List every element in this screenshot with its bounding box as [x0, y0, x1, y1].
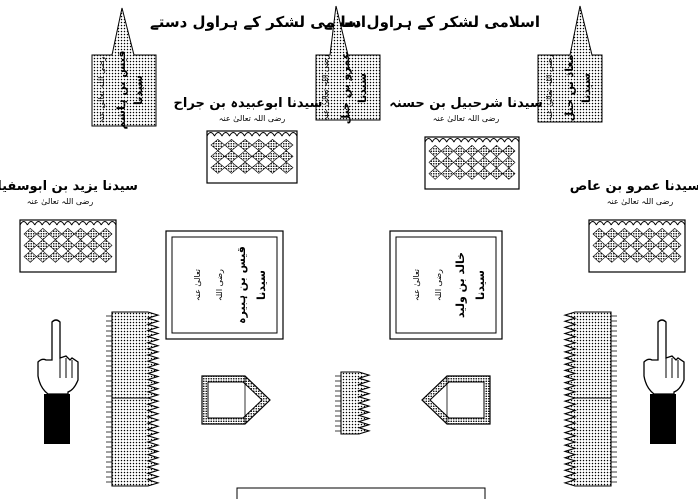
commander-yazid-honorific: رضی اللہ تعالیٰ عنہ [27, 197, 94, 206]
commander-amr-honorific: رضی اللہ تعالیٰ عنہ [607, 197, 674, 206]
flag-left-name: قیس بن ہاشم [115, 51, 128, 130]
pointing-hand-icon-left [37, 319, 79, 444]
flag-right-name: معاذ بن جبل [563, 55, 576, 122]
formation-shurahbil [424, 136, 520, 190]
flag-left-honorific: رضی اللہ تعالیٰ عنہ [97, 57, 106, 124]
flag-right-honorific: رضی اللہ تعالیٰ عنہ [545, 55, 554, 122]
formation-column-left-upper [106, 311, 160, 399]
formation-column-left-lower [106, 397, 160, 487]
flag-left-title: سیدنا [132, 75, 145, 105]
formation-column-right-lower [563, 397, 617, 487]
commander-yazid: سیدنا یزید بن ابوسفیان [0, 179, 138, 194]
flag-right: سیدنا معاذ بن جبل رضی اللہ تعالیٰ عنہ [537, 5, 603, 123]
center-box-left: سیدنا قیس بن ہبیرہ رضی اللہ تعالیٰ عنہ [165, 230, 284, 340]
center-box-right-title: سیدنا [474, 270, 487, 300]
arrow-left-icon [421, 375, 491, 425]
flag-middle-honorific: رضی اللہ تعالیٰ عنہ [321, 55, 330, 122]
formation-column-right-upper [563, 311, 617, 399]
center-box-left-honorific-1: رضی اللہ [215, 269, 224, 301]
pointing-hand-icon-right [643, 319, 685, 444]
flag-left: سیدنا قیس بن ہاشم رضی اللہ تعالیٰ عنہ [91, 7, 157, 130]
flag-middle-name: عمرو بن جبل [339, 52, 352, 125]
center-box-left-honorific-2: تعالیٰ عنہ [193, 269, 202, 301]
commander-amr: سیدنا عمرو بن عاص [570, 179, 698, 194]
center-box-left-name: قیس بن ہبیرہ [235, 246, 248, 324]
bottom-label-box [236, 487, 486, 499]
formation-yazid [19, 219, 117, 273]
center-box-left-title: سیدنا [255, 270, 268, 300]
center-box-right-honorific-1: رضی اللہ [434, 269, 443, 301]
formation-abu-ubaidah [206, 130, 298, 184]
formation-amr [588, 219, 686, 273]
commander-shurahbil: سیدنا شرحبیل بن حسنہ [389, 96, 543, 111]
formation-column-center [335, 371, 371, 435]
flag-middle: سیدنا عمرو بن جبل رضی اللہ تعالیٰ عنہ [315, 5, 381, 125]
flag-right-title: سیدنا [580, 73, 593, 103]
arrow-right-icon [201, 375, 271, 425]
commander-shurahbil-honorific: رضی اللہ تعالیٰ عنہ [433, 114, 500, 123]
center-box-right-honorific-2: تعالیٰ عنہ [412, 269, 421, 301]
center-box-right: سیدنا خالد بن ولید رضی اللہ تعالیٰ عنہ [389, 230, 503, 340]
commander-abu-ubaidah-honorific: رضی اللہ تعالیٰ عنہ [219, 114, 286, 123]
center-box-right-name: خالد بن ولید [454, 252, 467, 318]
heading-left: اسلامی لشکر کے ہراول دستے [150, 13, 366, 31]
flag-middle-title: سیدنا [356, 73, 369, 103]
heading-right: اسلامی لشکر کے ہراول دستے [324, 13, 540, 31]
commander-abu-ubaidah: سیدنا ابوعبیدہ بن جراح [174, 96, 323, 111]
formations [19, 130, 686, 487]
